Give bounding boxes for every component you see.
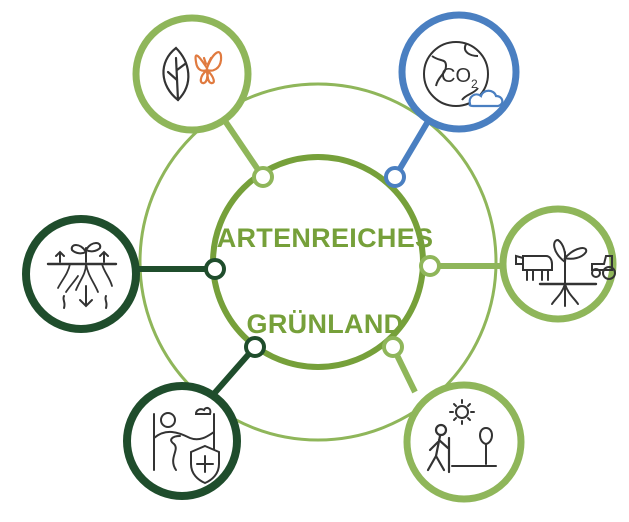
co2-label: CO xyxy=(441,65,471,87)
globe-icon xyxy=(423,41,489,107)
node-ring xyxy=(22,215,140,333)
junction-dot-landscape xyxy=(244,336,266,358)
plant-icon xyxy=(55,242,109,263)
junction-dot-agriculture xyxy=(419,255,441,277)
leaf-icon xyxy=(162,46,190,102)
tree-icon xyxy=(451,426,497,467)
node-ring xyxy=(123,382,241,500)
tractor-icon xyxy=(591,255,616,280)
junction-dot-soil xyxy=(204,258,226,280)
outer-ring xyxy=(138,82,498,442)
title-line-1: ARTENREICHES xyxy=(217,223,434,253)
junction-dots xyxy=(204,166,441,358)
cow-icon xyxy=(515,254,553,281)
shield-plus-icon xyxy=(190,444,220,485)
node-ring xyxy=(403,381,525,503)
junction-dot-biodiversity xyxy=(252,166,274,188)
water-arrow-icon xyxy=(62,285,108,309)
sun-icon xyxy=(449,399,475,425)
node-biodiversity xyxy=(132,14,252,134)
node-agriculture xyxy=(499,205,617,323)
node-landscape xyxy=(123,382,241,500)
node-climate: CO 2 xyxy=(398,11,520,133)
junction-dot-recreation xyxy=(382,336,404,358)
junction-dot-climate xyxy=(384,166,406,188)
plant-icon xyxy=(538,238,598,307)
node-recreation xyxy=(403,381,525,503)
roots-icon xyxy=(46,262,118,293)
title-line-2: GRÜNLAND xyxy=(247,309,404,339)
node-soil xyxy=(22,215,140,333)
connector-climate xyxy=(392,116,433,179)
connector-biodiversity xyxy=(218,113,266,179)
co2-subscript: 2 xyxy=(471,77,478,91)
cloud-icon xyxy=(468,89,504,108)
hiker-icon xyxy=(426,423,451,474)
butterfly-icon xyxy=(194,51,223,85)
node-ring xyxy=(132,14,252,134)
